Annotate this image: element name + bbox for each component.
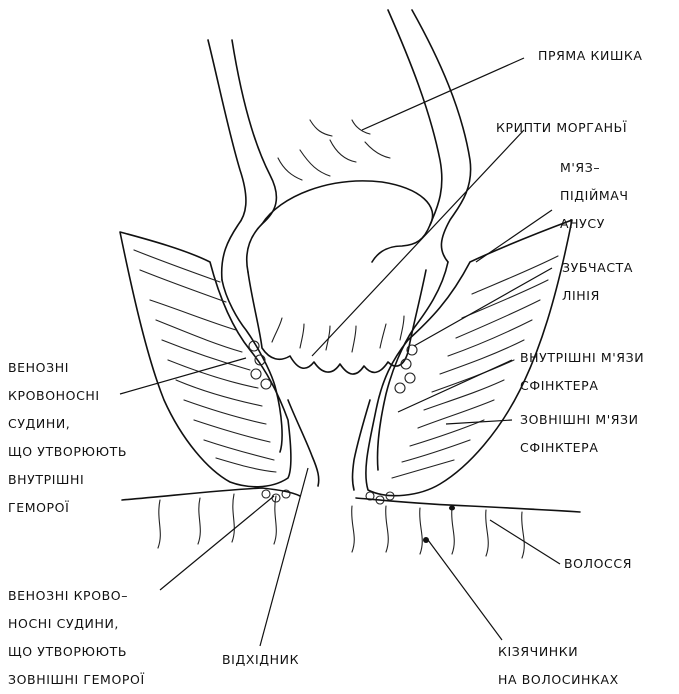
label-rectum: ПРЯМА КИШКА: [538, 42, 643, 70]
hair-follicles: [423, 506, 455, 544]
label-internal-veins: ВЕНОЗНІ КРОВОНОСНІ СУДИНИ, ЩО УТВОРЮЮТЬ …: [8, 354, 127, 522]
ampulla: [262, 181, 433, 225]
rectal-folds: [278, 120, 390, 180]
anal-canal-lumen: [248, 270, 426, 374]
label-anus: ВІДХІДНИК: [222, 646, 299, 674]
label-dentate-line: ЗУБЧАСТА ЛІНІЯ: [562, 254, 633, 310]
label-crypts: КРИПТИ МОРГАНЬЇ: [496, 114, 627, 142]
label-levator-ani: М'ЯЗ– ПІДІЙМАЧ АНУСУ: [560, 154, 629, 238]
left-sphincter-inner: [222, 280, 282, 452]
hairs: [158, 494, 524, 558]
label-internal-sphincter: ВНУТРІШНІ М'ЯЗИ СФІНКТЕРА: [520, 344, 644, 400]
leader-lines: [120, 58, 560, 646]
rectum-wall-right: [412, 10, 471, 262]
skin-surface: [122, 488, 580, 512]
label-hair-follicles: КІЗЯЧИНКИ НА ВОЛОСИНКАХ: [498, 638, 619, 694]
right-sphincter-inner: [377, 262, 448, 470]
anal-crypts: [272, 316, 404, 352]
rectum-wall-left: [208, 40, 246, 280]
rectum-wall-left-inner: [232, 40, 276, 272]
label-hair: ВОЛОССЯ: [564, 550, 632, 578]
label-external-sphincter: ЗОВНІШНІ М'ЯЗИ СФІНКТЕРА: [520, 406, 639, 462]
label-external-veins: ВЕНОЗНІ КРОВО– НОСНІ СУДИНИ, ЩО УТВОРЮЮТ…: [8, 582, 145, 694]
anal-verge: [288, 400, 370, 490]
internal-venous-plexus-left: [249, 341, 271, 389]
